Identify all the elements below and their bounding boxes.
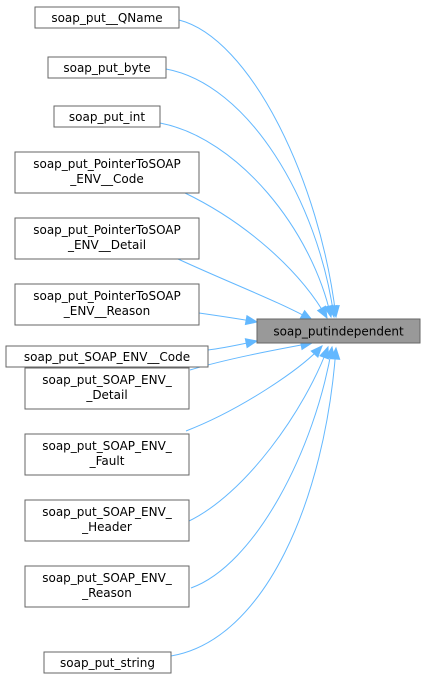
node-label: soap_put_SOAP_ENV_ bbox=[42, 571, 173, 585]
edge-qname bbox=[178, 19, 337, 318]
node-box bbox=[43, 651, 172, 674]
node-box bbox=[53, 105, 161, 128]
node-box bbox=[24, 433, 190, 476]
node-env-header[interactable]: soap_put_SOAP_ENV__Header bbox=[24, 499, 190, 542]
edge-byte bbox=[165, 68, 335, 318]
arrowhead-env-fault bbox=[310, 345, 323, 359]
node-label: soap_put_SOAP_ENV_ bbox=[42, 505, 173, 519]
node-box bbox=[24, 367, 190, 410]
arrowhead-ptr-reason bbox=[244, 314, 259, 326]
edge-env-reason bbox=[190, 346, 333, 589]
node-string[interactable]: soap_put_string bbox=[43, 651, 172, 674]
node-box bbox=[24, 499, 190, 542]
nodes: soap_put__QName soap_put_byte soap_put_int… bbox=[5, 6, 421, 674]
node-box bbox=[24, 565, 190, 608]
node-box bbox=[14, 151, 200, 194]
edges bbox=[159, 19, 341, 657]
edge-env-fault bbox=[185, 345, 323, 432]
node-label: _ENV__Reason bbox=[63, 304, 151, 318]
node-label: soap_put_PointerToSOAP bbox=[33, 157, 181, 171]
node-ptr-detail[interactable]: soap_put_PointerToSOAP_ENV__Detail bbox=[14, 217, 200, 260]
node-env-fault[interactable]: soap_put_SOAP_ENV__Fault bbox=[24, 433, 190, 476]
node-label: _ENV__Detail bbox=[67, 238, 146, 252]
node-label: _ENV__Code bbox=[69, 172, 144, 186]
target-label: soap_putindependent bbox=[273, 325, 404, 339]
node-env-detail[interactable]: soap_put_SOAP_ENV__Detail bbox=[24, 367, 190, 410]
node-int[interactable]: soap_put_int bbox=[53, 105, 161, 128]
edge-ptr-detail bbox=[177, 258, 313, 321]
node-box bbox=[14, 217, 200, 260]
node-qname[interactable]: soap_put__QName bbox=[34, 6, 180, 29]
node-box bbox=[34, 6, 180, 29]
node-ptr-reason[interactable]: soap_put_PointerToSOAP_ENV__Reason bbox=[14, 283, 200, 326]
target-box bbox=[256, 318, 421, 344]
edge-string bbox=[170, 347, 337, 657]
node-label: soap_put__QName bbox=[51, 11, 162, 25]
node-label: soap_put_SOAP_ENV__Code bbox=[24, 350, 190, 364]
node-label: soap_put_int bbox=[69, 110, 145, 124]
node-label: soap_put_SOAP_ENV_ bbox=[42, 373, 173, 387]
edge-ptr-code bbox=[184, 192, 328, 319]
node-label: soap_put_byte bbox=[63, 61, 150, 75]
node-label: _Reason bbox=[81, 586, 132, 600]
node-box bbox=[5, 345, 209, 368]
node-label: _Header bbox=[81, 520, 132, 534]
edge-env-header bbox=[186, 346, 329, 523]
node-label: soap_put_string bbox=[60, 656, 155, 670]
arrowhead-ptr-code bbox=[316, 305, 328, 320]
node-label: soap_put_PointerToSOAP bbox=[33, 289, 181, 303]
node-label: _Detail bbox=[85, 388, 127, 402]
arrowhead-string bbox=[329, 346, 341, 360]
node-target[interactable]: soap_putindependent bbox=[256, 318, 421, 344]
edge-int bbox=[159, 122, 332, 318]
node-label: soap_put_PointerToSOAP bbox=[33, 223, 181, 237]
arrowhead-env-code bbox=[244, 338, 259, 349]
node-env-reason[interactable]: soap_put_SOAP_ENV__Reason bbox=[24, 565, 190, 608]
node-byte[interactable]: soap_put_byte bbox=[47, 56, 167, 79]
node-box bbox=[47, 56, 167, 79]
node-ptr-code[interactable]: soap_put_PointerToSOAP_ENV__Code bbox=[14, 151, 200, 194]
node-label: _Fault bbox=[89, 454, 125, 468]
node-label: soap_put_SOAP_ENV_ bbox=[42, 439, 173, 453]
node-env-code[interactable]: soap_put_SOAP_ENV__Code bbox=[5, 345, 209, 368]
node-box bbox=[14, 283, 200, 326]
arrowhead-int bbox=[323, 304, 334, 319]
